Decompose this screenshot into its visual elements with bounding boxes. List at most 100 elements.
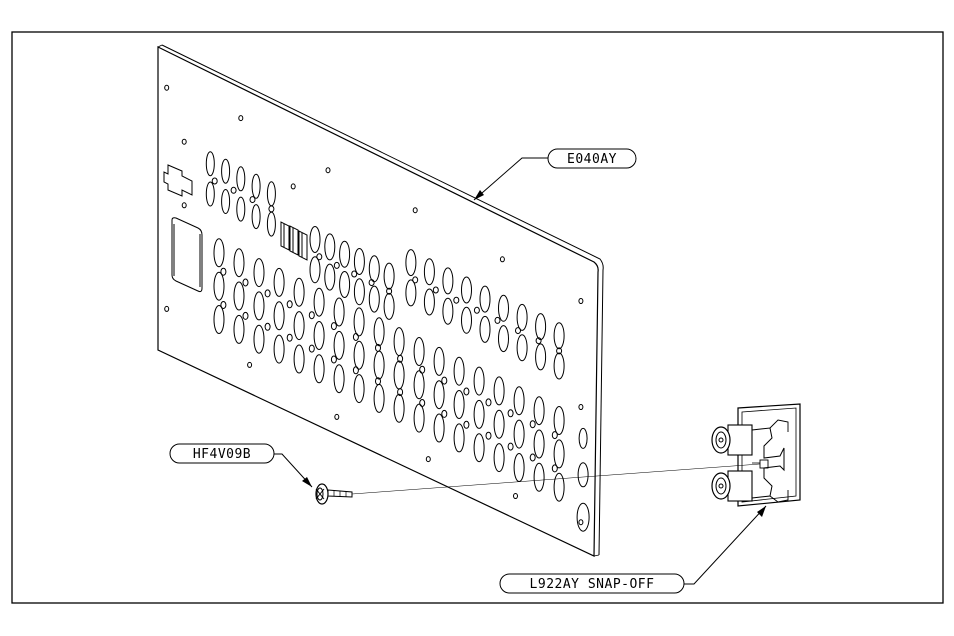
panel-hole: [254, 325, 264, 353]
assembly-axis-line: [352, 464, 760, 494]
panel-hole: [369, 256, 379, 282]
panel-hole: [243, 279, 248, 286]
panel-hole: [274, 268, 284, 296]
panel-hole: [340, 272, 350, 298]
panel-hole: [552, 465, 557, 472]
panel-hole: [287, 301, 292, 308]
panel-hole: [334, 262, 339, 268]
panel-hole: [254, 259, 264, 287]
panel-hole: [414, 371, 424, 399]
panel-hole: [494, 377, 504, 405]
panel-hole: [554, 407, 564, 435]
panel-hole: [494, 410, 504, 438]
panel-hole: [165, 85, 169, 90]
panel-hole: [420, 400, 425, 407]
panel-hole: [274, 335, 284, 363]
panel-hole: [394, 394, 404, 422]
panel-hole: [294, 278, 304, 306]
panel-hole: [578, 463, 588, 487]
panel-hole: [579, 428, 587, 448]
panel-hole: [294, 345, 304, 373]
panel-hole: [474, 307, 479, 313]
label-panel-text: E040AY: [567, 152, 617, 167]
panel-hole: [221, 268, 226, 275]
panel-hole: [434, 381, 444, 409]
panel-hole: [413, 277, 418, 283]
panel-hole: [462, 307, 472, 333]
panel-hole: [579, 299, 583, 304]
panel-hole: [354, 341, 364, 369]
panel-hole: [265, 290, 270, 297]
panel-hole: [579, 520, 583, 525]
panel-hole: [309, 312, 314, 319]
panel-hole: [354, 279, 364, 305]
panel-hole: [354, 375, 364, 403]
panel-hole: [222, 159, 230, 183]
panel-hole: [248, 362, 252, 367]
panel-hole: [534, 397, 544, 425]
panel-hole: [454, 424, 464, 452]
panel-hole: [309, 345, 314, 352]
panel-hole: [579, 405, 583, 410]
panel-hole: [495, 317, 500, 323]
panel-hole: [536, 344, 546, 370]
panel-hole: [325, 264, 335, 290]
panel-hole: [294, 312, 304, 340]
panel-hole: [165, 306, 169, 311]
panel-hole: [499, 326, 509, 352]
panel-hole: [508, 443, 513, 450]
panel-hole: [420, 366, 425, 373]
panel-hole: [486, 399, 491, 406]
panel-hole: [340, 241, 350, 267]
panel-hole: [237, 197, 245, 221]
panel-hole: [443, 268, 453, 294]
panel-hole: [516, 328, 521, 334]
panel-hole: [317, 254, 322, 260]
panel-hole: [374, 384, 384, 412]
label-jack-text: L922AY SNAP-OFF: [530, 577, 655, 592]
panel-hole: [406, 250, 416, 276]
panel-hole: [206, 152, 214, 176]
panel-hole: [394, 328, 404, 356]
panel-hole: [424, 289, 434, 315]
panel-hole: [443, 298, 453, 324]
panel-hole: [426, 457, 430, 462]
panel-hole: [354, 249, 364, 275]
panel-hole: [310, 227, 320, 253]
panel-hole: [374, 351, 384, 379]
panel-hole: [287, 334, 292, 341]
panel-hole: [434, 414, 444, 442]
panel-hole: [464, 388, 469, 395]
panel-hole: [314, 355, 324, 383]
label-jack: L922AY SNAP-OFF: [500, 506, 766, 593]
panel-hole: [536, 314, 546, 340]
panel-hole: [554, 353, 564, 379]
panel-hole: [514, 387, 524, 415]
panel-plate: [158, 45, 603, 556]
panel-hole: [310, 257, 320, 283]
jack-part: [712, 404, 800, 506]
panel-hole: [554, 323, 564, 349]
panel-hole: [413, 208, 417, 213]
panel-hole: [384, 263, 394, 289]
panel-hole: [212, 178, 217, 184]
panel-hole: [384, 293, 394, 319]
panel-hole: [480, 286, 490, 312]
panel-hole: [486, 432, 491, 439]
panel-hole: [334, 331, 344, 359]
panel-hole: [353, 367, 358, 374]
panel-hole: [239, 116, 243, 121]
panel-hole: [254, 292, 264, 320]
panel-hole: [374, 318, 384, 346]
panel-hole: [534, 463, 544, 491]
panel-hole: [530, 421, 535, 428]
panel-hole: [234, 315, 244, 343]
panel-hole: [221, 302, 226, 309]
panel-hole: [250, 197, 255, 203]
panel-hole: [474, 434, 484, 462]
panel-hole: [517, 335, 527, 361]
panel-hole: [314, 288, 324, 316]
panel-hole: [222, 190, 230, 214]
panel-hole: [464, 421, 469, 428]
panel-hole: [369, 286, 379, 312]
